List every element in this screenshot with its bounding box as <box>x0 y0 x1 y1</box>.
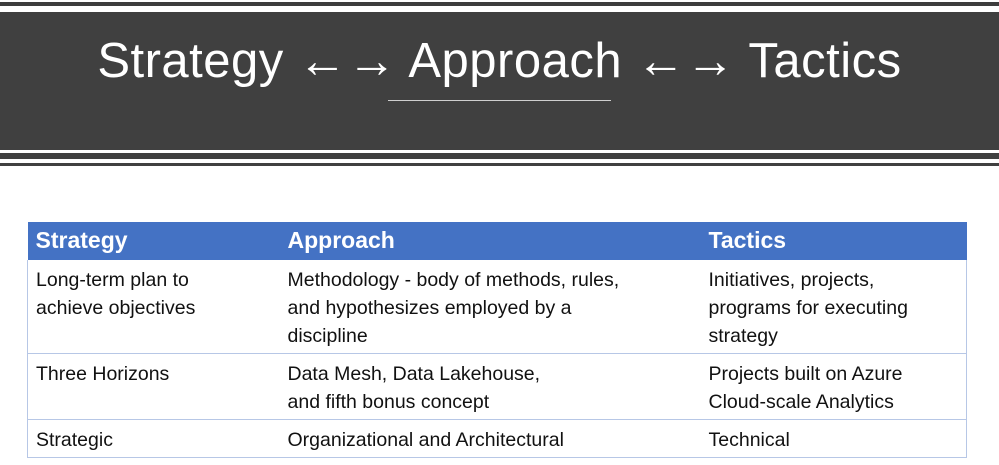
title-underline <box>388 100 611 101</box>
table-cell: Strategic <box>27 419 280 458</box>
top-divider <box>0 2 999 6</box>
table-cell: Long-term plan to achieve objectives <box>27 260 280 354</box>
table-cell: Organizational and Architectural <box>279 419 701 458</box>
table-cell: Technical <box>700 419 967 458</box>
table-cell: Methodology - body of methods, rules, an… <box>279 260 701 354</box>
comparison-table: Strategy Approach Tactics Long-term plan… <box>27 222 967 458</box>
column-header-strategy: Strategy <box>27 222 280 260</box>
table-cell: Data Mesh, Data Lakehouse, and fifth bon… <box>279 353 701 420</box>
column-header-tactics: Tactics <box>700 222 967 260</box>
table-row: Long-term plan to achieve objectives Met… <box>27 260 967 354</box>
table-cell: Initiatives, projects, programs for exec… <box>700 260 967 354</box>
table-row: Three Horizons Data Mesh, Data Lakehouse… <box>27 353 967 420</box>
title-bottom-divider <box>0 153 999 159</box>
table-row: Strategic Organizational and Architectur… <box>27 419 967 458</box>
column-header-approach: Approach <box>279 222 701 260</box>
table-header-row: Strategy Approach Tactics <box>27 222 967 260</box>
title-band <box>0 12 999 150</box>
table-cell: Projects built on Azure Cloud-scale Anal… <box>700 353 967 420</box>
table-cell: Three Horizons <box>27 353 280 420</box>
slide-title: Strategy ←→ Approach ←→ Tactics <box>97 34 902 88</box>
title-bottom-divider-thin <box>0 163 999 166</box>
